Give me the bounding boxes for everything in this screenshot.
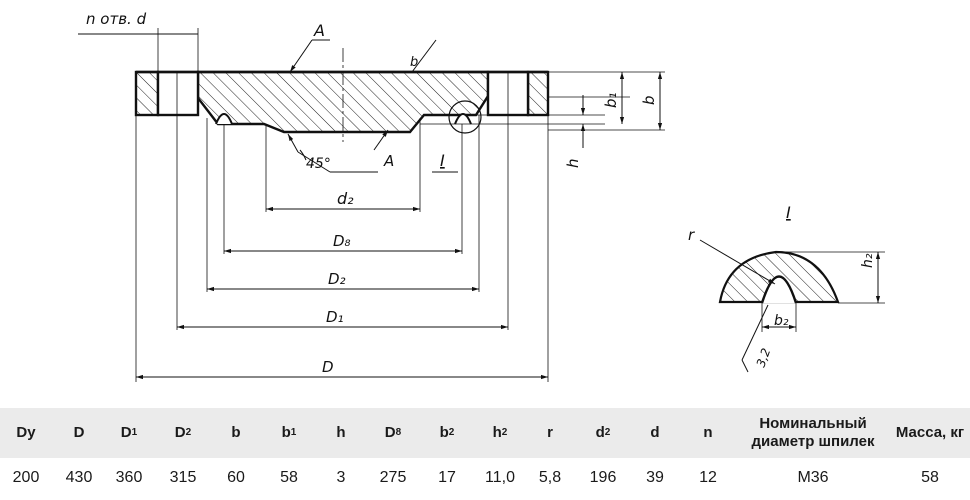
- table-cell: 17: [438, 469, 456, 486]
- detail-h2-label: h₂: [860, 253, 876, 268]
- header-cell: b: [216, 408, 256, 458]
- bolt-holes: [136, 70, 548, 117]
- table-cell: 196: [589, 469, 617, 486]
- header-cell: d: [635, 408, 675, 458]
- right-rim-section: [526, 70, 550, 117]
- table-cell: 315: [169, 469, 197, 486]
- angle-label: 45°: [306, 156, 331, 172]
- header-subscript: 2: [501, 427, 508, 438]
- table-cell: 11,0: [485, 469, 515, 486]
- h-dim-label: h: [564, 158, 582, 168]
- detail-title: I: [786, 203, 791, 222]
- header-label: n: [703, 424, 713, 441]
- d8-label: D₈: [333, 232, 351, 250]
- b-small-label: b: [410, 55, 418, 70]
- section-a-bottom-label: A: [383, 152, 394, 170]
- header-cell: Dy: [6, 408, 46, 458]
- table-cell: 5,8: [538, 469, 562, 486]
- header-label: b: [439, 424, 449, 441]
- table-cell: М36: [797, 469, 829, 486]
- holes-label: n отв. d: [86, 10, 147, 28]
- header-label: D: [120, 424, 132, 441]
- header-cell: D: [59, 408, 99, 458]
- header-cell: Масса, кг: [892, 408, 968, 458]
- header-label: Номинальный диаметр шпилек: [751, 415, 875, 450]
- header-label: d: [650, 424, 660, 441]
- D-label: D: [322, 358, 334, 376]
- header-label: h: [336, 424, 346, 441]
- header-label: D: [174, 424, 186, 441]
- table-cell: 275: [379, 469, 407, 486]
- left-rim-section: [134, 70, 160, 117]
- table-cell: 60: [227, 469, 245, 486]
- b-dim-label: b: [640, 95, 658, 105]
- detail-circle: [448, 100, 482, 134]
- header-subscript: 2: [185, 427, 192, 438]
- table-cell: 3: [336, 469, 346, 486]
- header-label: d: [595, 424, 605, 441]
- detail-i-label: I: [440, 151, 445, 170]
- header-subscript: 2: [604, 427, 611, 438]
- header-label: b: [281, 424, 291, 441]
- header-cell: n: [688, 408, 728, 458]
- header-label: b: [231, 424, 241, 441]
- header-label: Масса, кг: [895, 424, 965, 441]
- b1-dim-label: b₁: [602, 92, 620, 108]
- detail-b2-label: b₂: [774, 313, 789, 329]
- detail-r-label: r: [688, 226, 695, 244]
- table-cell: 12: [699, 469, 717, 486]
- d2-label: d₂: [337, 189, 354, 208]
- header-cell: h: [321, 408, 361, 458]
- section-a-label: A: [313, 21, 325, 40]
- table-cell: 39: [646, 469, 664, 486]
- header-subscript: 2: [448, 427, 455, 438]
- header-subscript: 1: [290, 427, 297, 438]
- D2-label: D₂: [328, 270, 346, 288]
- header-label: D: [384, 424, 396, 441]
- flange-drawing: n отв. d A b 45° A I d₂ D₈ D₂ D₁ D b b₁ …: [78, 10, 885, 382]
- detail-i-view: I r b₂ h₂ 3,2: [688, 203, 885, 373]
- roughness-label: 3,2: [754, 346, 774, 369]
- table-cell: 58: [921, 469, 939, 486]
- table-header: [0, 408, 970, 458]
- table-cell: 200: [12, 469, 40, 486]
- header-subscript: 1: [131, 427, 138, 438]
- header-label: D: [73, 424, 85, 441]
- header-cell: Номинальный диаметр шпилек: [738, 408, 888, 458]
- header-label: h: [492, 424, 502, 441]
- header-label: r: [547, 424, 553, 441]
- header-cell: r: [530, 408, 570, 458]
- D1-label: D₁: [326, 308, 344, 326]
- table-cell: 58: [280, 469, 298, 486]
- table-cell: 360: [115, 469, 143, 486]
- header-subscript: 8: [395, 427, 402, 438]
- table-cell: 430: [65, 469, 93, 486]
- header-label: Dy: [16, 424, 36, 441]
